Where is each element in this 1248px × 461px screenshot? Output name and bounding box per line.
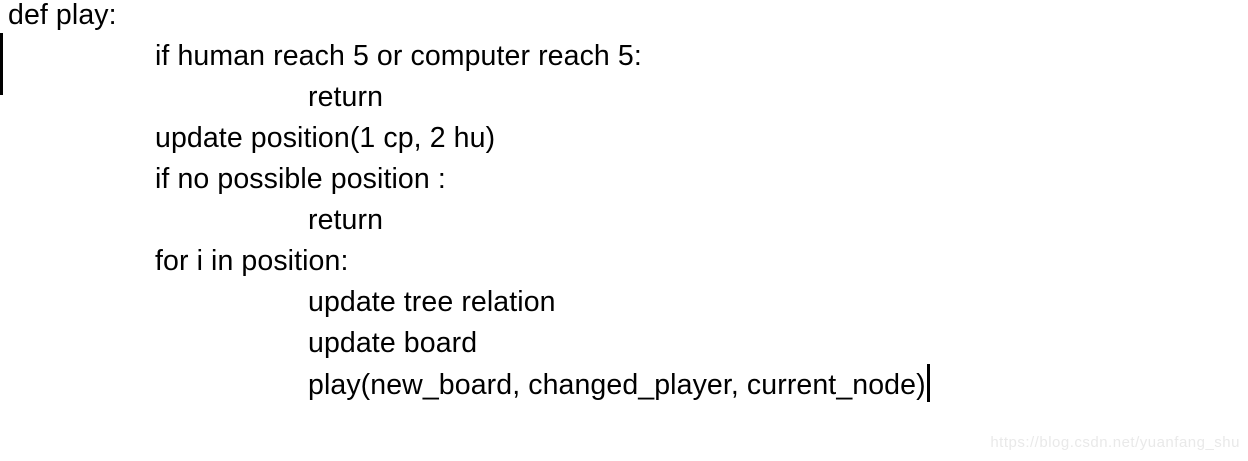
- code-line-text: update tree relation: [308, 286, 556, 318]
- code-line: return: [0, 200, 1248, 241]
- code-line: return: [0, 77, 1248, 118]
- code-line: play(new_board, changed_player, current_…: [0, 364, 1248, 405]
- code-line-text: update board: [308, 327, 478, 359]
- code-line: update board: [0, 323, 1248, 364]
- code-line-text: return: [308, 204, 384, 236]
- code-line-text: if no possible position :: [155, 163, 446, 195]
- watermark-text: https://blog.csdn.net/yuanfang_shu: [990, 434, 1240, 451]
- text-caret: [926, 364, 930, 402]
- code-line: for i in position:: [0, 241, 1248, 282]
- code-line: def play:: [0, 0, 1248, 36]
- code-line-text: def play:: [8, 0, 117, 31]
- code-line: update tree relation: [0, 282, 1248, 323]
- code-line: if human reach 5 or computer reach 5:: [0, 36, 1248, 77]
- left-edge-mark: [0, 33, 3, 95]
- code-line-text: if human reach 5 or computer reach 5:: [155, 40, 642, 72]
- code-line-text: update position(1 cp, 2 hu): [155, 122, 496, 154]
- code-line: if no possible position :: [0, 159, 1248, 200]
- code-line-text: for i in position:: [155, 245, 349, 277]
- code-line-text: return: [308, 81, 384, 113]
- pseudocode-block[interactable]: def play: if human reach 5 or computer r…: [0, 0, 1248, 405]
- code-line: update position(1 cp, 2 hu): [0, 118, 1248, 159]
- code-line-text: play(new_board, changed_player, current_…: [308, 369, 926, 401]
